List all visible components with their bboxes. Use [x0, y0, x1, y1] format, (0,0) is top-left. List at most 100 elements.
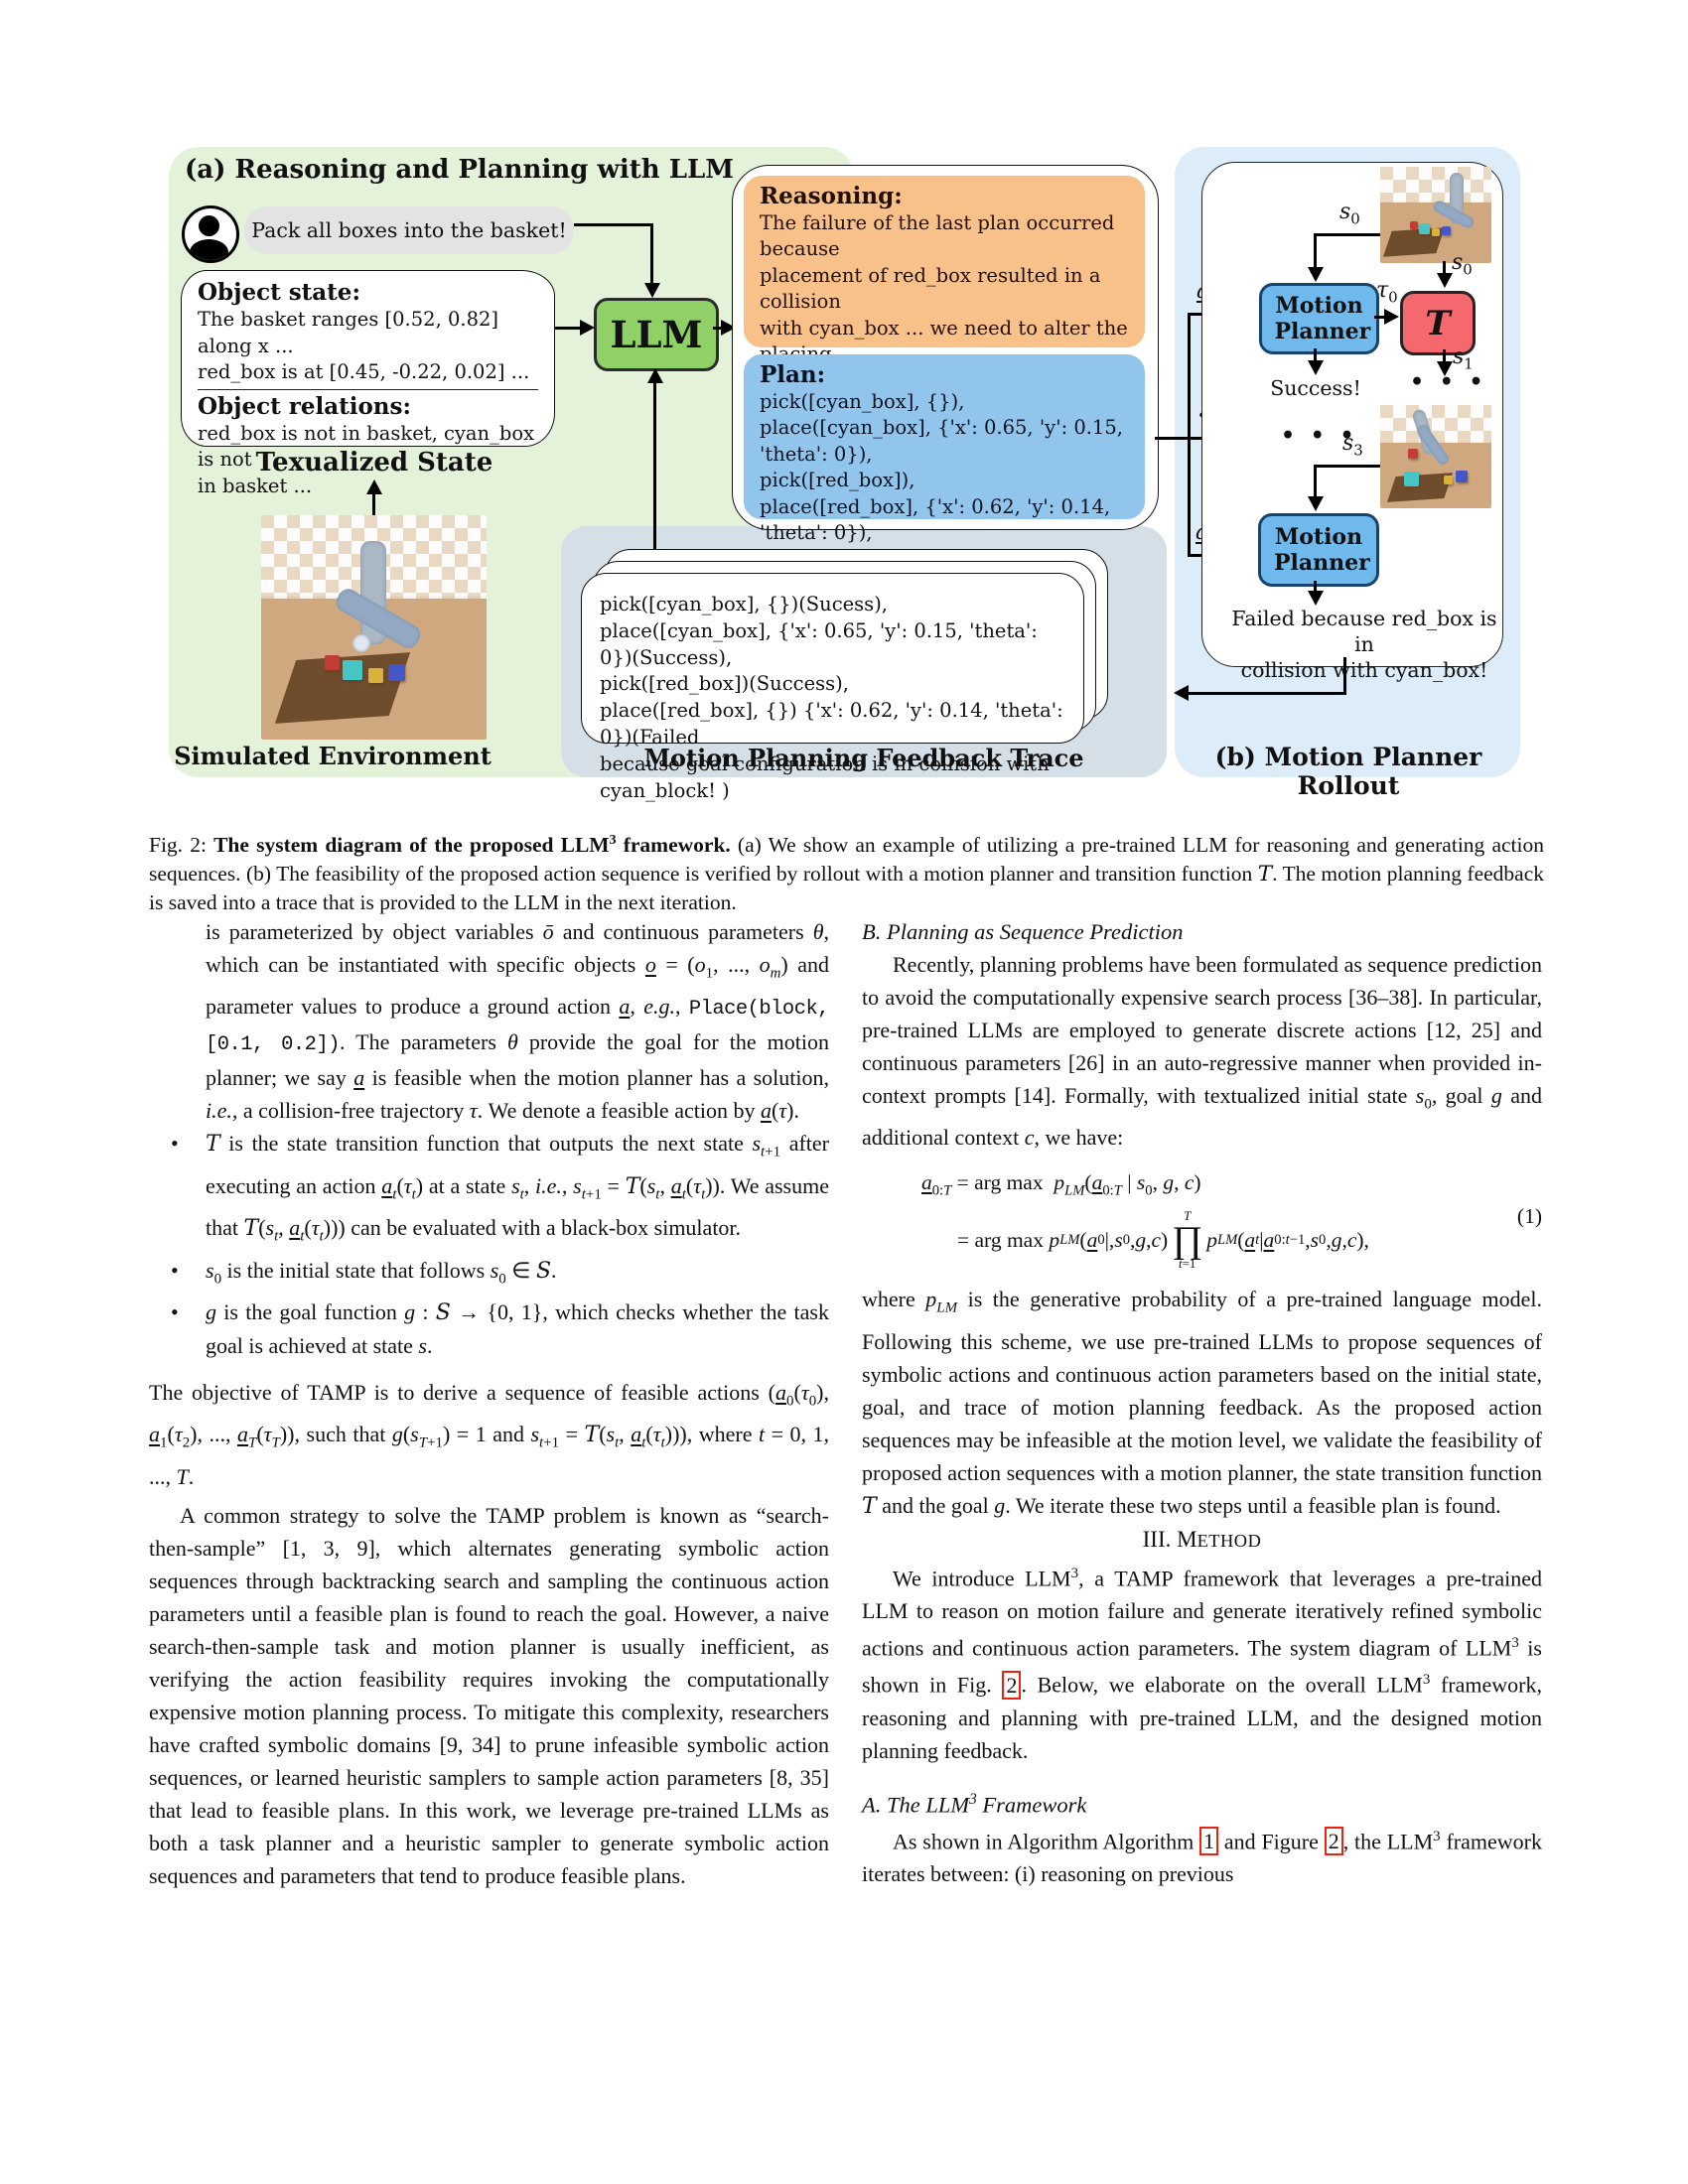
- user-prompt-text: Pack all boxes into the basket!: [251, 218, 567, 242]
- paragraph-generative-probability: where pLM is the generative probability …: [862, 1287, 1542, 1519]
- success-label: Success!: [1270, 376, 1361, 400]
- state-s1-label: s1: [1453, 344, 1474, 373]
- object-relations-label: Object relations:: [198, 392, 411, 420]
- llm-label: LLM: [610, 313, 703, 356]
- connector-line: [1188, 692, 1346, 695]
- user-avatar-icon: [182, 205, 239, 263]
- connector-line: [1314, 465, 1317, 498]
- transition-function-box: T: [1400, 291, 1476, 355]
- failed-line: collision with cyan_box!: [1240, 658, 1488, 682]
- arrowhead-right: [1384, 309, 1399, 325]
- trace-line: place([red_box], {}) {'x': 0.62, 'y': 0.…: [600, 699, 1063, 749]
- bullet-goal-function: g is the goal function g : S → {0, 1}, w…: [149, 1296, 829, 1362]
- object-state-line: The basket ranges [0.52, 0.82] along x .…: [198, 308, 498, 357]
- trace-line: place([cyan_box], {'x': 0.65, 'y': 0.15,…: [600, 618, 1038, 669]
- cyan-box: [1404, 472, 1419, 486]
- trace-line: pick([red_box])(Success),: [600, 672, 849, 696]
- plan-line: place([cyan_box], {'x': 0.65, 'y': 0.15,…: [760, 416, 1123, 466]
- motion-planner-box-2: Motion Planner: [1258, 513, 1379, 587]
- motion-planner-label: Motion Planner: [1274, 524, 1370, 576]
- panel-a-title: (a) Reasoning and Planning with LLM: [185, 155, 735, 185]
- divider: [198, 388, 538, 390]
- bullet-transition-function: T is the state transition function that …: [149, 1127, 829, 1253]
- state-s0-label: s0: [1452, 250, 1473, 279]
- state-s0-label: s0: [1339, 200, 1360, 228]
- yellow-box: [1432, 228, 1440, 236]
- plan-line: pick([red_box]),: [760, 469, 915, 492]
- reasoning-line: The failure of the last plan occurred be…: [760, 211, 1115, 261]
- connector-line: [1343, 657, 1346, 695]
- state-s3-label: s3: [1342, 431, 1363, 460]
- plan-title: Plan:: [760, 361, 826, 388]
- arrowhead-up: [647, 368, 663, 383]
- motion-planner-label: Motion Planner: [1274, 293, 1371, 344]
- cyan-box: [1419, 223, 1430, 234]
- red-box: [1410, 221, 1418, 229]
- arrowhead-left: [1174, 685, 1189, 701]
- transition-function-label: T: [1425, 303, 1451, 343]
- cyan-box: [343, 660, 362, 680]
- textualized-state-box: Object state: The basket ranges [0.52, 0…: [181, 270, 555, 497]
- checker-floor: [1380, 167, 1491, 203]
- bullet-initial-state: s0 is the initial state that follows s0 …: [149, 1254, 829, 1296]
- connector-line: [1316, 233, 1380, 236]
- connector-line: [1374, 316, 1388, 319]
- tau0-label: τ0: [1376, 278, 1398, 307]
- figure-caption: Fig. 2: The system diagram of the propos…: [149, 832, 1544, 914]
- reasoning-box: Reasoning: The failure of the last plan …: [744, 176, 1145, 444]
- arrowhead-down: [1308, 360, 1324, 375]
- equation-1: a0:T = arg max pLM(a0:T | s0, g, c) = ar…: [862, 1167, 1542, 1271]
- trace-line: because goal configuration is in collisi…: [600, 751, 1050, 802]
- object-relations-line: in basket ...: [198, 474, 313, 497]
- paragraph-introduce-llm3: We introduce LLM3, a TAMP framework that…: [862, 1565, 1542, 1763]
- blue-box: [1442, 226, 1451, 235]
- connector-line: [1314, 581, 1317, 593]
- arrowhead-down: [1437, 273, 1453, 288]
- connector-line: [1443, 349, 1446, 363]
- connector-line: [574, 223, 653, 226]
- failed-line: Failed because red_box is in: [1231, 607, 1497, 656]
- paragraph-continuation: is parameterized by object variables ō a…: [206, 919, 830, 1124]
- left-column: is parameterized by object variables ō a…: [149, 915, 830, 1892]
- user-prompt-bubble: Pack all boxes into the basket!: [244, 206, 574, 254]
- blue-box: [1456, 471, 1468, 482]
- state-s0-image: [1380, 167, 1491, 263]
- heading-planning-as-sequence-prediction: B. Planning as Sequence Prediction: [862, 919, 1184, 944]
- heading-method: III. METHOD: [1142, 1526, 1262, 1552]
- connector-line: [653, 383, 656, 550]
- plan-line: pick([cyan_box], {}),: [760, 390, 965, 413]
- plan-box: Plan: pick([cyan_box], {}), place([cyan_…: [744, 354, 1145, 570]
- object-state-label: Object state:: [198, 279, 360, 306]
- checker-floor: [1380, 405, 1491, 444]
- connector-line: [650, 223, 653, 285]
- plan-line: place([red_box], {'x': 0.62, 'y': 0.14, …: [760, 494, 1111, 545]
- arrowhead-down: [1308, 496, 1324, 511]
- object-relations-line: red_box is not in basket, cyan_box is no…: [198, 421, 535, 472]
- paragraph-as-shown: As shown in Algorithm Algorithm 1 and Fi…: [862, 1827, 1542, 1887]
- failed-message: Failed because red_box is in collision w…: [1225, 606, 1503, 683]
- arrowhead-up: [366, 479, 382, 494]
- red-box: [1408, 449, 1418, 459]
- ellipsis: • • •: [1281, 423, 1358, 449]
- llm-box: LLM: [594, 298, 719, 371]
- paragraph-strategy: A common strategy to solve the TAMP prob…: [149, 1502, 829, 1888]
- panel-b-title: (b) Motion Planner Rollout: [1214, 743, 1482, 800]
- connector-line: [1314, 233, 1317, 269]
- connector-line: [1188, 313, 1191, 557]
- red-box: [325, 655, 340, 670]
- arrowhead-right: [580, 320, 595, 336]
- equation-line-1: a0:T = arg max pLM(a0:T | s0, g, c): [921, 1170, 1201, 1199]
- yellow-box: [368, 668, 383, 683]
- arrowhead-down: [1437, 361, 1453, 376]
- equation-number: (1): [1516, 1204, 1542, 1229]
- connector-line: [555, 327, 583, 330]
- heading-llm3-framework: A. The LLM3 Framework: [862, 1790, 1087, 1818]
- reasoning-line: placement of red_box resulted in a colli…: [760, 263, 1101, 314]
- object-state-line: red_box is at [0.45, -0.22, 0.02] ...: [198, 360, 530, 383]
- robot-joint: [352, 634, 370, 652]
- connector-line: [1443, 261, 1446, 275]
- connector-line: [713, 327, 725, 330]
- textualized-state-caption: Texualized State: [255, 448, 493, 478]
